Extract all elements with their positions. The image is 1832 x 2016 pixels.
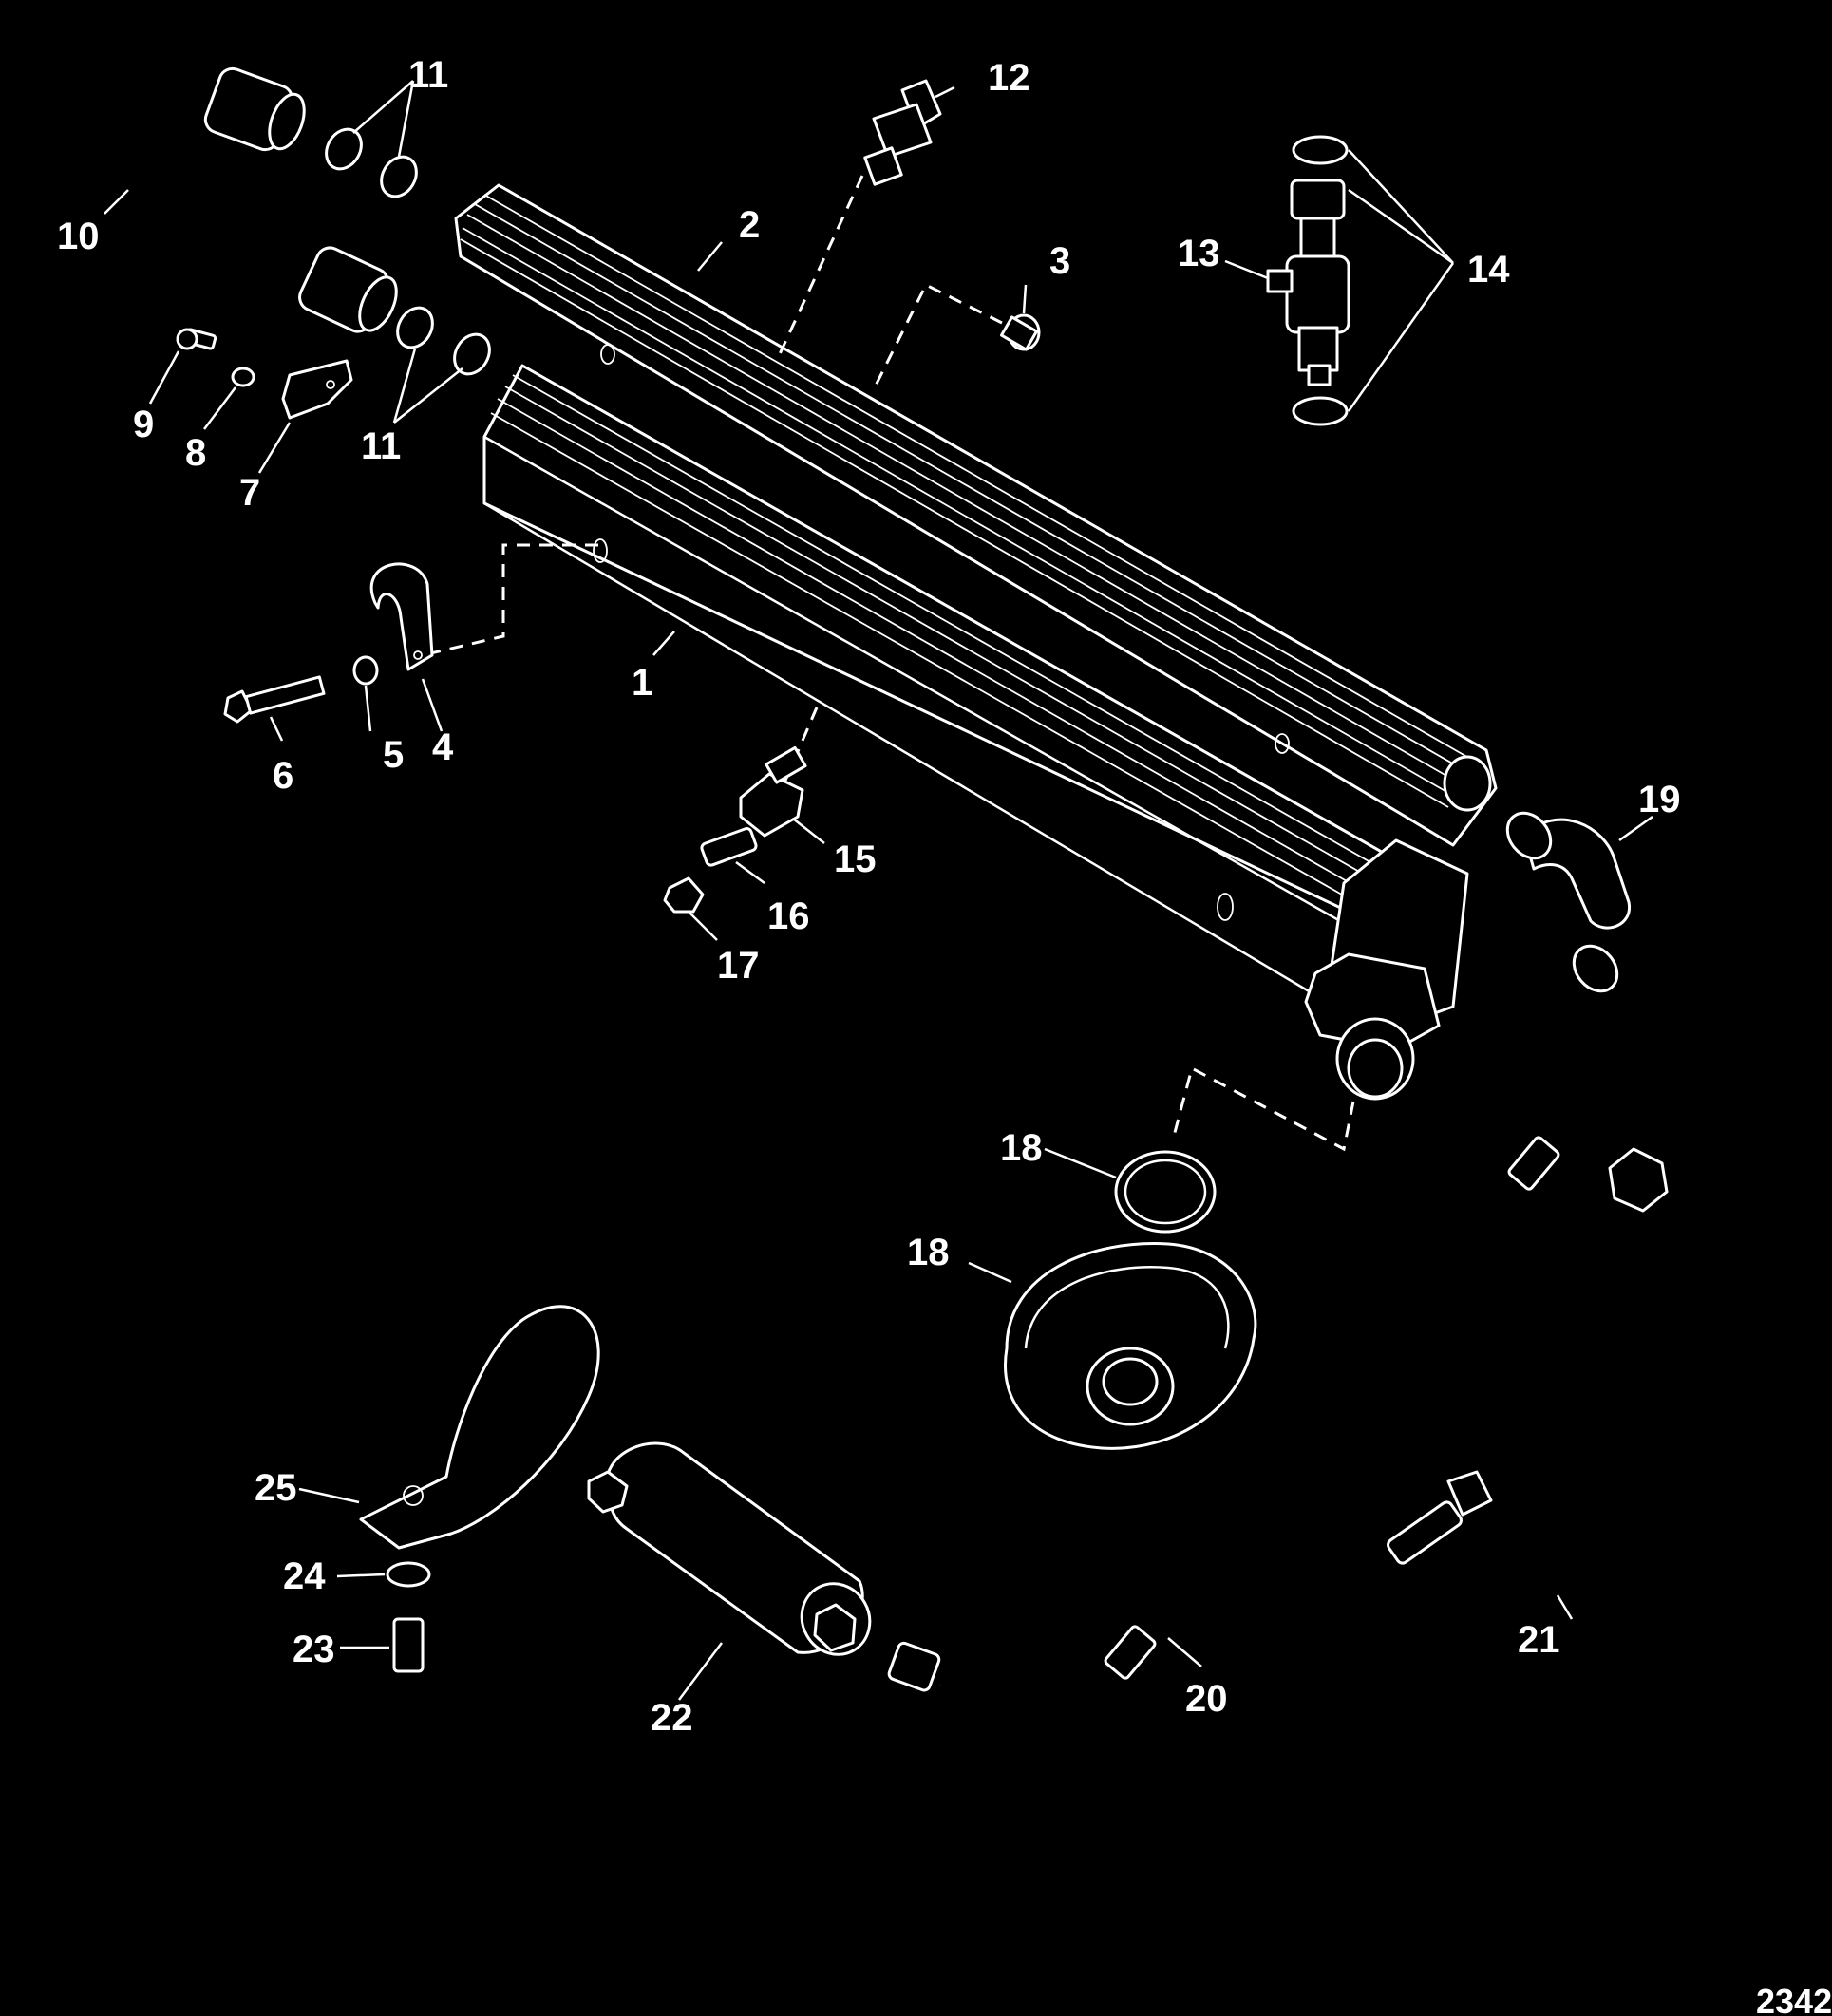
callout-12: 12 xyxy=(988,57,1030,99)
callout-23: 23 xyxy=(293,1629,335,1670)
callout-labels: 1 2 3 4 5 6 7 8 9 10 11 11 12 13 14 15 1… xyxy=(57,54,1681,1739)
callout-2: 2 xyxy=(739,204,760,246)
callout-7: 7 xyxy=(239,472,260,514)
filter-base xyxy=(1004,1150,1257,1450)
callout-25: 25 xyxy=(255,1467,297,1509)
callout-6: 6 xyxy=(273,755,293,797)
callout-21: 21 xyxy=(1518,1619,1560,1661)
pressure-sensor xyxy=(863,79,942,186)
fuel-line-hose xyxy=(84,66,398,333)
callout-18a: 18 xyxy=(1000,1127,1043,1169)
fuel-line-rigid xyxy=(887,944,1631,1718)
callout-11a: 11 xyxy=(408,54,448,96)
callout-13: 13 xyxy=(1178,233,1220,274)
callout-22: 22 xyxy=(651,1697,693,1739)
callout-11b: 11 xyxy=(361,425,401,467)
fuel-injector xyxy=(1266,135,1350,426)
callout-18b: 18 xyxy=(907,1232,950,1273)
callout-9: 9 xyxy=(133,404,154,445)
callout-leaders xyxy=(104,80,1653,1701)
callout-4: 4 xyxy=(432,726,454,768)
callout-15: 15 xyxy=(834,838,877,880)
bracket-hardware xyxy=(176,328,353,420)
figure-number: 23427 xyxy=(1756,1982,1832,2016)
callout-5: 5 xyxy=(383,734,404,776)
elbow-fitting xyxy=(1505,811,1631,930)
fuel-rail-upper xyxy=(454,183,1498,847)
fuel-rail-lower xyxy=(482,364,1469,1101)
callout-19: 19 xyxy=(1638,779,1681,820)
fittings xyxy=(663,745,807,914)
filter-bracket-hardware xyxy=(359,1305,600,1673)
clamp-hardware xyxy=(223,562,434,724)
callout-3: 3 xyxy=(1049,240,1070,282)
plug xyxy=(1000,313,1041,351)
callout-16: 16 xyxy=(767,895,810,937)
fuel-filter xyxy=(587,1441,872,1656)
o-rings-11 xyxy=(325,127,491,376)
callout-17: 17 xyxy=(717,945,760,987)
callout-8: 8 xyxy=(185,432,206,474)
callout-10: 10 xyxy=(57,216,100,257)
callout-14: 14 xyxy=(1467,249,1510,291)
callout-20: 20 xyxy=(1185,1678,1228,1720)
callout-24: 24 xyxy=(283,1555,326,1597)
callout-1: 1 xyxy=(632,662,652,704)
fuel-hose xyxy=(1387,1147,1740,1667)
